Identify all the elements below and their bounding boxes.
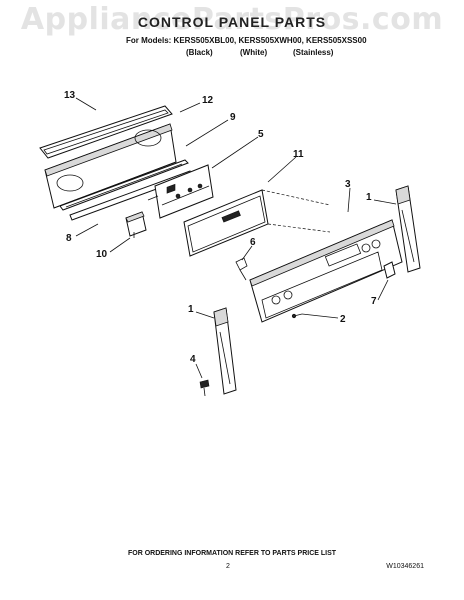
part-1-end-cap-right <box>395 185 421 273</box>
callout-2: 2 <box>340 314 346 325</box>
callout-12: 12 <box>202 95 214 106</box>
part-1-end-cap-left <box>213 307 237 395</box>
part-3-control-panel <box>249 219 403 323</box>
callout-9: 9 <box>230 112 236 123</box>
callout-5: 5 <box>258 129 264 140</box>
part-2-screw <box>291 313 303 319</box>
part-10-module <box>125 211 147 238</box>
page-number: 2 <box>226 563 230 570</box>
callout-13: 13 <box>64 90 76 101</box>
ordering-note: FOR ORDERING INFORMATION REFER TO PARTS … <box>127 550 337 557</box>
page-title: CONTROL PANEL PARTS <box>137 14 327 30</box>
part-7-screw <box>383 261 396 279</box>
callout-1-right: 1 <box>366 192 372 203</box>
part-5-control-board <box>147 164 214 219</box>
part-13-gasket <box>39 105 173 159</box>
callout-1-left: 1 <box>188 304 194 315</box>
part-11-overlay <box>183 189 331 257</box>
leader-lines <box>75 97 397 379</box>
callout-8: 8 <box>66 233 72 244</box>
callout-10: 10 <box>96 249 108 260</box>
variant-stainless: (Stainless) <box>293 48 334 57</box>
callout-6: 6 <box>250 237 256 248</box>
callout-11: 11 <box>293 149 304 160</box>
callout-4: 4 <box>190 354 196 365</box>
variant-black: (Black) <box>186 48 213 57</box>
models-line: For Models: KERS505XBL00, KERS505XWH00, … <box>126 36 367 45</box>
document-number: W10346261 <box>386 563 424 570</box>
part-12-console-back <box>44 123 177 209</box>
callout-3: 3 <box>345 179 351 190</box>
part-9-trim-strip <box>59 159 189 211</box>
part-4-screw <box>199 379 210 397</box>
part-6-clip <box>235 257 248 281</box>
callout-7: 7 <box>371 296 377 307</box>
variant-white: (White) <box>240 48 268 57</box>
watermark: AppliancePartsPros.com <box>20 2 444 37</box>
